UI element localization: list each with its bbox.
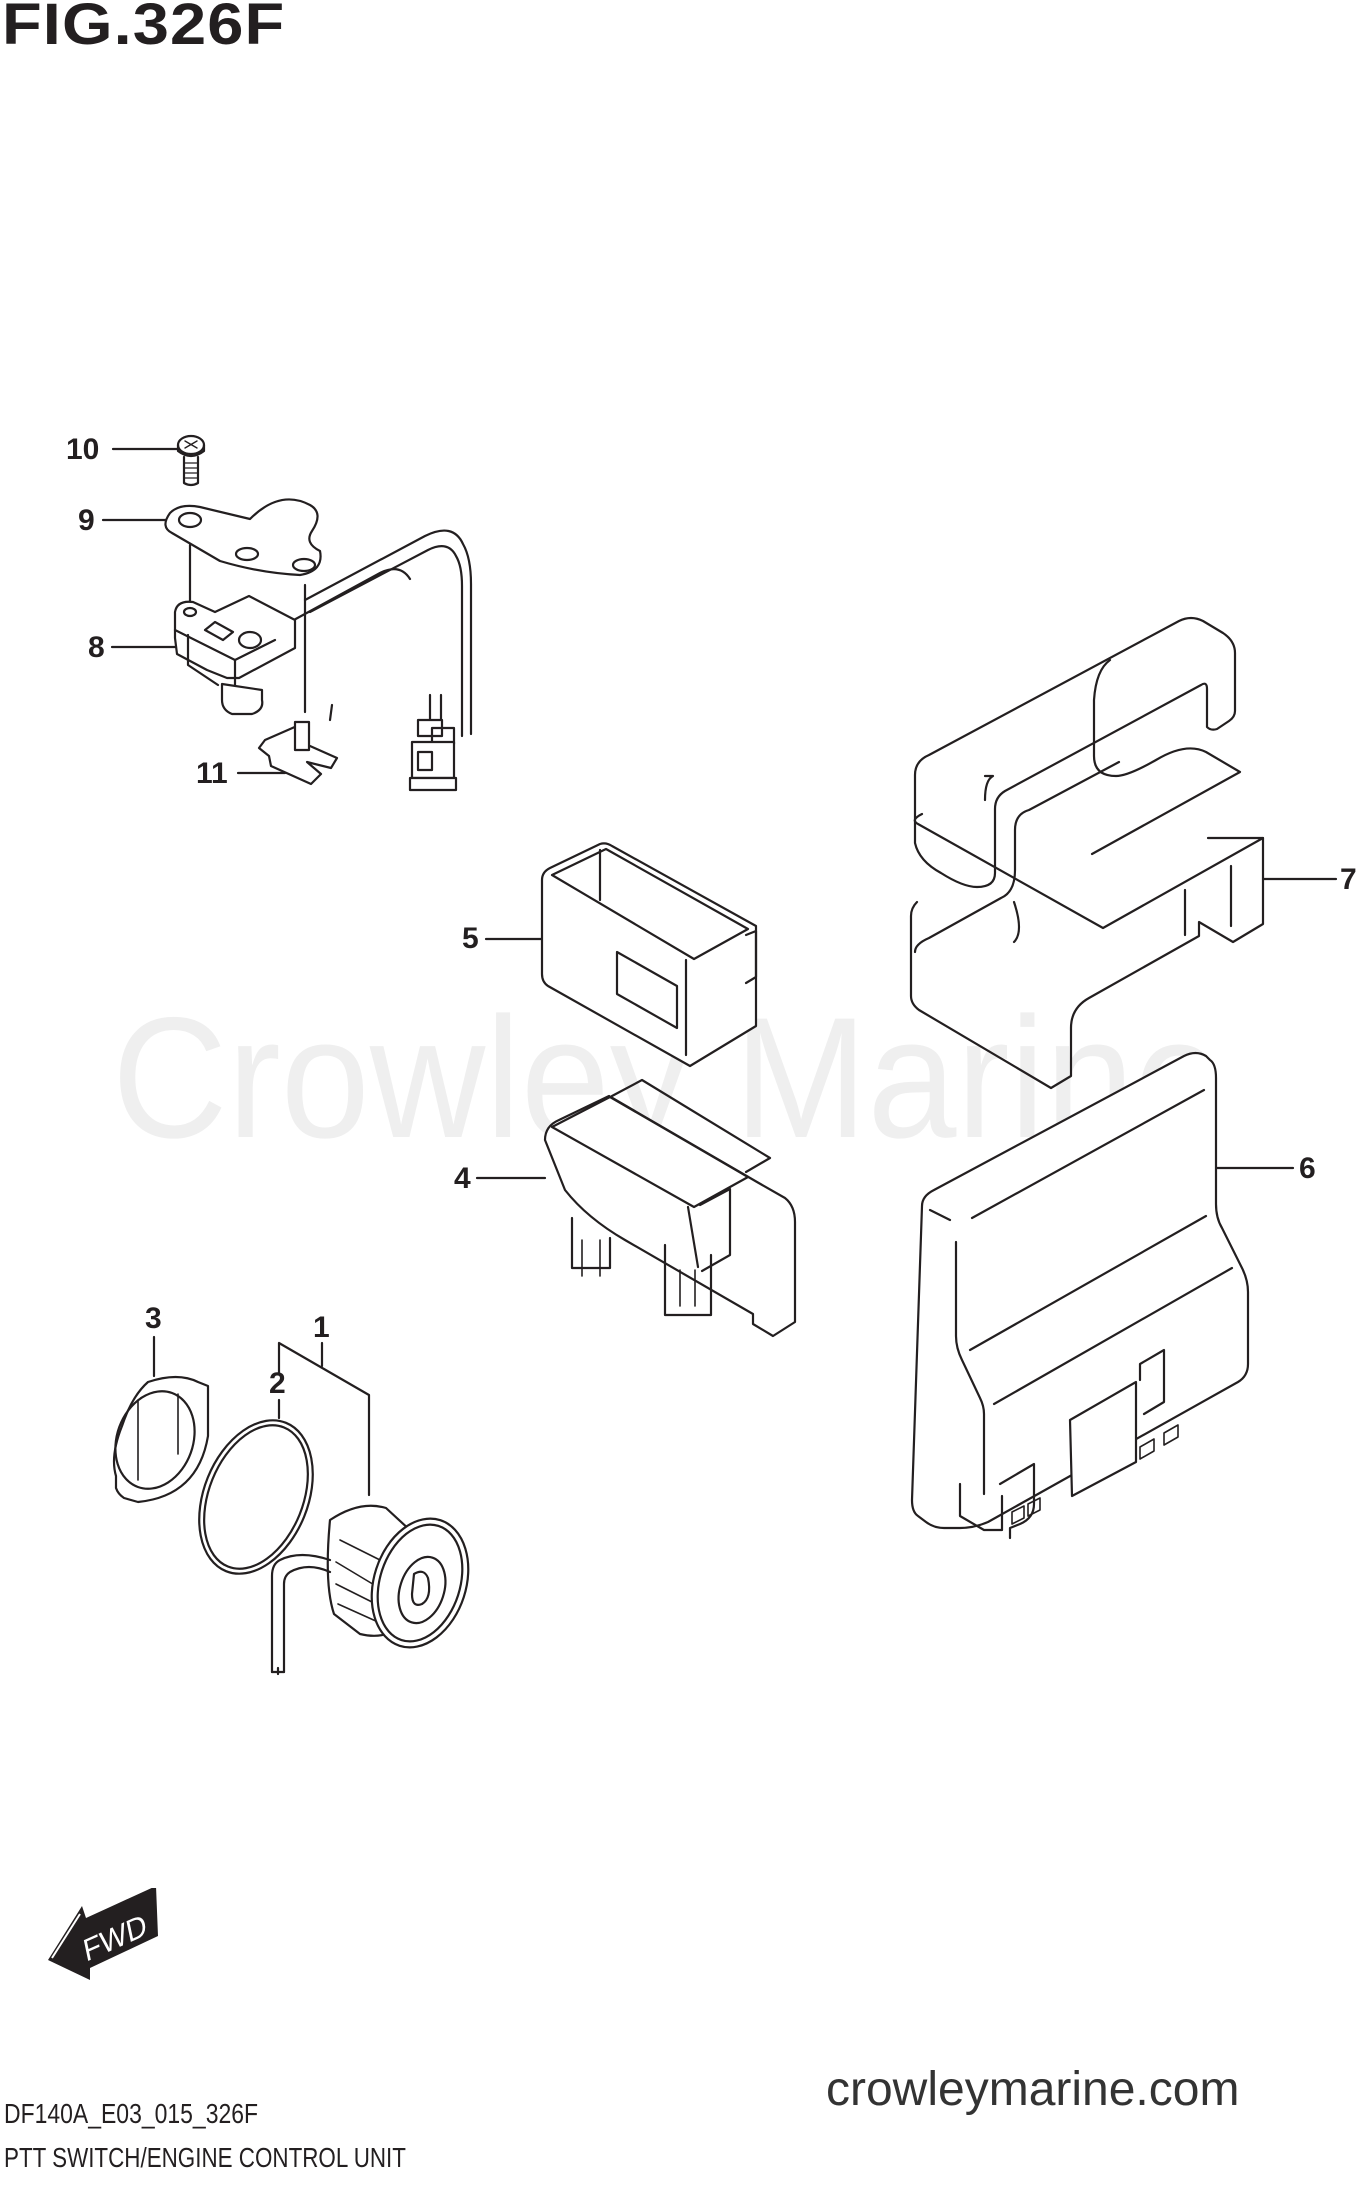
trim-sender-switch-part <box>110 594 297 716</box>
relay-cover-part <box>484 842 758 1068</box>
diagram-code: DF140A_E03_015_326F <box>4 2098 259 2129</box>
callout-11: 11 <box>196 757 228 790</box>
site-url: crowleymarine.com <box>826 2063 1240 2116</box>
wire-clamp-part <box>236 720 339 786</box>
ptt-switch-assembly <box>112 1335 470 1676</box>
callout-3: 3 <box>145 1302 162 1335</box>
bracket-plate-part <box>101 498 322 714</box>
callout-1: 1 <box>313 1311 330 1344</box>
wire-harness <box>268 529 473 792</box>
callout-4: 4 <box>454 1162 471 1195</box>
callout-10: 10 <box>66 433 100 466</box>
callout-8: 8 <box>88 631 105 664</box>
fwd-arrow-icon: FWD <box>48 1888 158 1980</box>
figure-title: FIG.326F <box>2 0 286 57</box>
callout-2: 2 <box>269 1367 286 1400</box>
ecu-cover-part <box>909 616 1338 1090</box>
callout-6: 6 <box>1299 1152 1316 1185</box>
screw-part <box>111 434 206 487</box>
callout-7: 7 <box>1340 863 1357 896</box>
callout-5: 5 <box>462 922 479 955</box>
callout-9: 9 <box>78 504 95 537</box>
relay-module-part <box>475 1078 797 1338</box>
diagram-caption: PTT SWITCH/ENGINE CONTROL UNIT <box>4 2142 406 2173</box>
engine-control-unit-part <box>910 1051 1295 1540</box>
